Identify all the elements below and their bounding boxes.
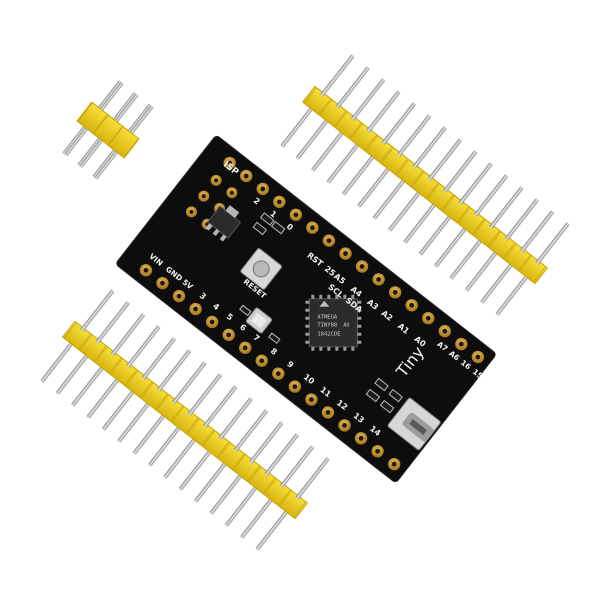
- pin-header-bottom-left: [40, 289, 330, 551]
- label-pin-left: 6: [238, 322, 248, 333]
- label-pin-top: 0: [285, 222, 295, 233]
- micro-usb-port: [387, 397, 441, 451]
- label-pin-left: 3: [198, 291, 208, 302]
- microcontroller-chip: ATMEGA TINY88 AU 1842CDE: [305, 294, 362, 351]
- crystal-oscillator: [245, 307, 273, 334]
- top-pad-row: [223, 156, 485, 364]
- label-pin-top: 1: [268, 209, 278, 220]
- label-pin-left: 5: [225, 312, 235, 323]
- pin-header-top-right: [280, 54, 570, 316]
- atmel-logo-icon: [319, 300, 330, 307]
- label-pin-bottom: 8: [269, 346, 279, 357]
- reset-button: [240, 248, 282, 290]
- pcb-board: ATMEGA TINY88 AU 1842CDE: [116, 135, 496, 483]
- pin-header-isp: [62, 80, 154, 180]
- chip-line-2: TINY88: [317, 323, 337, 329]
- voltage-regulator: [205, 205, 242, 242]
- chip-line-3: AU: [343, 323, 349, 329]
- bottom-pad-row: [139, 264, 401, 471]
- label-pin-top: 2: [252, 196, 262, 207]
- label-pin-left: 4: [211, 301, 221, 312]
- chip-line-1: ATMEGA: [317, 315, 338, 321]
- chip-line-4: 1842CDE: [317, 332, 340, 338]
- label-pin-left: 7: [251, 333, 261, 344]
- label-pin-bottom: 9: [285, 359, 295, 370]
